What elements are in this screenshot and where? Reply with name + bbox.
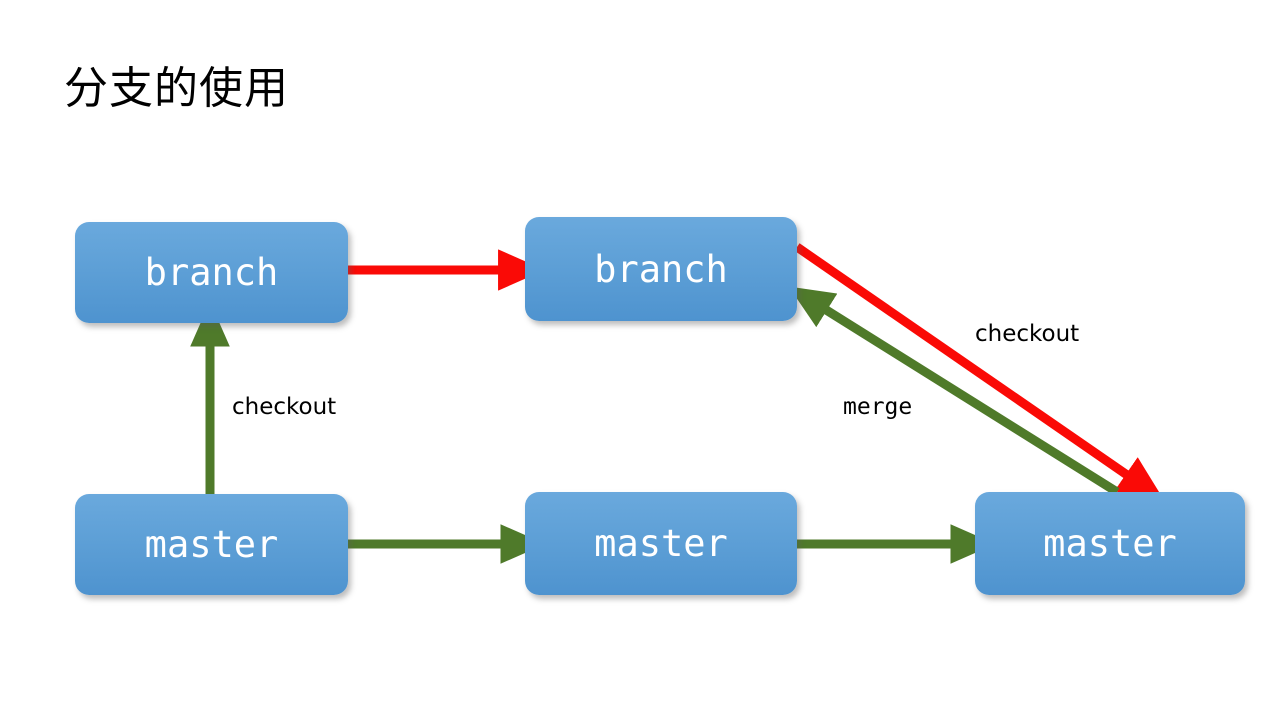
edge-label-merge: merge — [843, 394, 913, 420]
edge-branch2-to-master3 — [794, 243, 1165, 501]
node-branch-2[interactable]: branch — [525, 217, 797, 321]
node-master-3[interactable]: master — [975, 492, 1245, 595]
node-label: master — [1043, 522, 1177, 565]
node-label: master — [594, 522, 728, 565]
node-master-1[interactable]: master — [75, 494, 348, 595]
page-title: 分支的使用 — [64, 63, 289, 114]
node-branch-1[interactable]: branch — [75, 222, 348, 323]
node-label: branch — [144, 251, 279, 294]
edge-label-checkout-left: checkout — [232, 394, 337, 420]
node-label: branch — [594, 247, 728, 291]
node-label: master — [144, 523, 279, 566]
node-master-2[interactable]: master — [525, 492, 797, 595]
edge-label-checkout-right: checkout — [975, 321, 1080, 347]
